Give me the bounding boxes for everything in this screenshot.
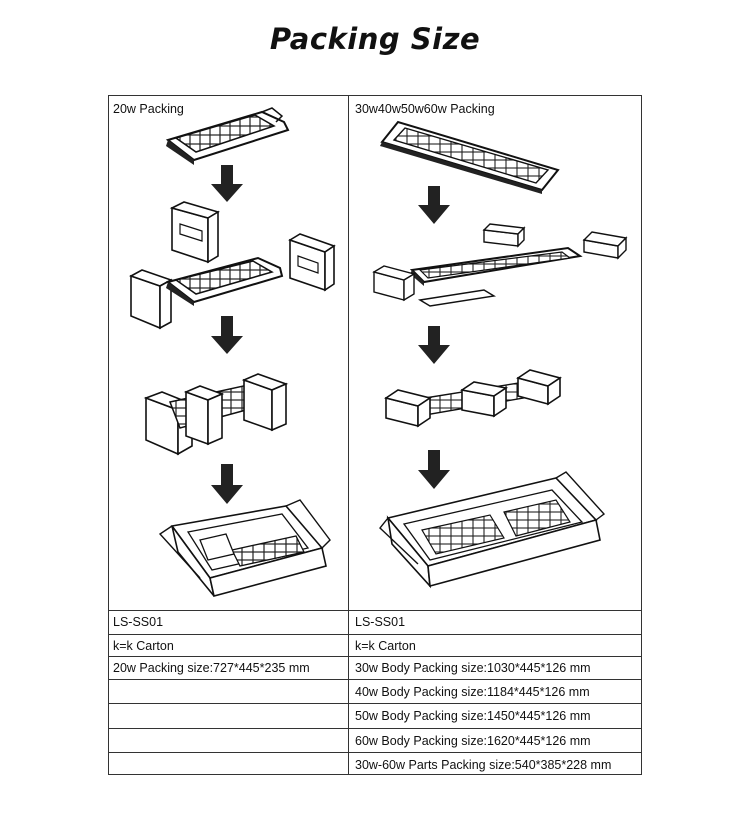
right-model: LS-SS01 [355,615,406,629]
down-arrow-icon [211,165,243,202]
down-arrow-icon [211,316,243,354]
down-arrow-icon [211,464,243,504]
row-divider [108,728,642,729]
row-divider [108,656,642,657]
right-packing-illustration [372,120,628,589]
down-arrow-icon [418,450,450,489]
down-arrow-icon [418,326,450,364]
right-carton: k=k Carton [355,639,416,653]
packing-table [108,95,642,775]
right-size-40w: 40w Body Packing size:1184*445*126 mm [355,685,590,699]
row-divider [108,703,642,704]
foam-block-icon [372,265,416,302]
row-divider [108,634,642,635]
row-divider [108,752,642,753]
foam-block-icon [516,369,562,406]
down-arrow-icon [418,186,450,224]
column-divider [348,95,349,775]
foam-block-icon [459,381,509,418]
left-panel-header: 20w Packing [113,102,184,116]
left-size-20w: 20w Packing size:727*445*235 mm [113,661,310,675]
light-fixture-icon [409,246,583,286]
foam-block-icon [582,231,628,260]
light-fixture-icon [165,256,284,306]
left-packing-illustration [129,107,336,597]
page-title: Packing Size [269,22,481,56]
foam-block-icon [241,373,289,432]
right-size-60w: 60w Body Packing size:1620*445*126 mm [355,734,591,748]
left-carton: k=k Carton [113,639,174,653]
foam-block-icon [169,201,220,264]
light-fixture-icon [165,107,290,165]
carton-box-icon [379,471,606,589]
right-panel-header: 30w40w50w60w Packing [355,102,495,116]
carton-box-icon [158,499,331,597]
foam-block-icon [384,389,432,428]
right-size-30w: 30w Body Packing size:1030*445*126 mm [355,661,591,675]
right-size-parts: 30w-60w Parts Packing size:540*385*228 m… [355,758,612,772]
foam-block-icon [482,223,526,248]
light-fixture-icon [380,120,560,194]
right-size-50w: 50w Body Packing size:1450*445*126 mm [355,709,591,723]
foam-block-icon [288,233,336,292]
foam-block-icon [183,385,225,446]
row-divider [108,679,642,680]
left-model: LS-SS01 [113,615,164,629]
row-divider [108,610,642,611]
foam-block-icon [129,269,173,330]
